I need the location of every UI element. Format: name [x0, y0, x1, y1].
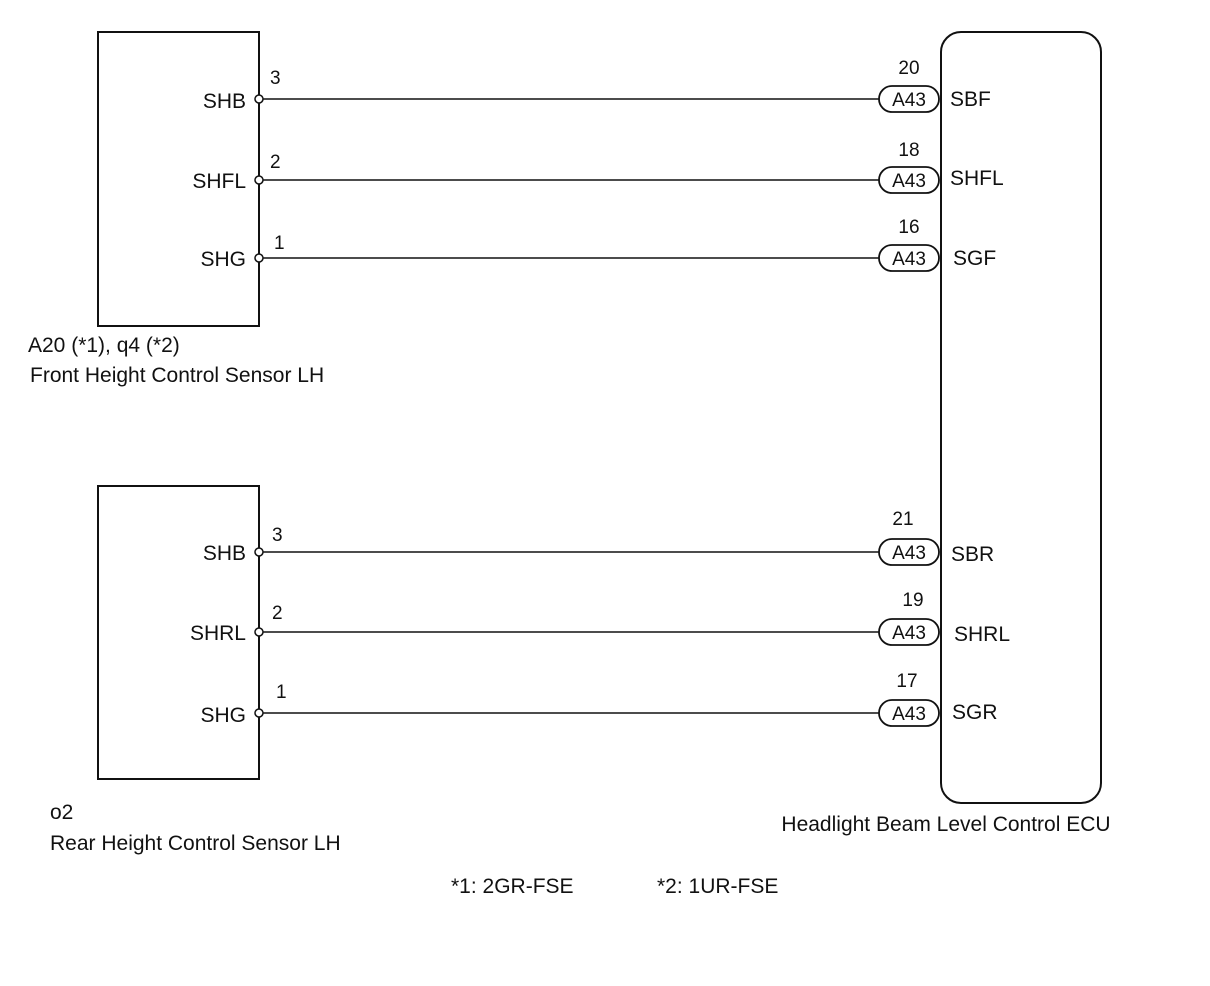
ecu-terminal-label: SBF [950, 88, 991, 111]
front-sensor-pin-number: 1 [274, 233, 285, 254]
ecu-pin-number: 21 [892, 509, 913, 530]
rear-sensor-terminal-label: SHG [200, 704, 246, 727]
rear-sensor-terminal-label: SHRL [190, 622, 246, 645]
ecu-pin-number: 19 [902, 590, 923, 611]
rear-sensor-pin-number: 2 [272, 603, 283, 624]
connector-oval [878, 244, 940, 272]
ecu: Headlight Beam Level Control ECU A43 A43… [781, 31, 1111, 836]
ecu-name: Headlight Beam Level Control ECU [781, 813, 1110, 836]
connector-code: A43 [892, 543, 926, 564]
rear-sensor-pin-number: 1 [276, 682, 287, 703]
front-sensor-terminal-node [254, 175, 264, 185]
front-sensor-connector-code: A20 (*1), q4 (*2) [28, 334, 180, 357]
rear-sensor-pin-number: 3 [272, 525, 283, 546]
front-sensor-terminal-label: SHB [203, 90, 246, 113]
ecu-terminal-label: SGF [953, 247, 996, 270]
wires [263, 98, 879, 714]
connector-code: A43 [892, 249, 926, 270]
connector-code: A43 [892, 704, 926, 725]
front-sensor: SHB SHFL SHG 3 2 1 A20 (*1), q4 (*2) Fro… [28, 31, 324, 387]
footnote-1: *1: 2GR-FSE [451, 875, 574, 898]
ecu-terminal-label: SGR [952, 701, 998, 724]
ecu-pin-number: 20 [898, 58, 919, 79]
footnote-2: *2: 1UR-FSE [657, 875, 778, 898]
connector-oval [878, 166, 940, 194]
front-sensor-terminal-label: SHG [200, 248, 246, 271]
connector-oval [878, 85, 940, 113]
rear-sensor-terminal-node [254, 708, 264, 718]
front-sensor-terminal-label: SHFL [192, 170, 246, 193]
ecu-terminal-label: SHFL [950, 167, 1004, 190]
ecu-terminal-label: SBR [951, 543, 994, 566]
connector-oval [878, 618, 940, 646]
ecu-box [940, 31, 1102, 804]
ecu-pin-number: 17 [896, 671, 917, 692]
connector-code: A43 [892, 171, 926, 192]
ecu-pin-number: 16 [898, 217, 919, 238]
front-sensor-name: Front Height Control Sensor LH [30, 364, 324, 387]
ecu-terminal-label: SHRL [954, 623, 1010, 646]
rear-sensor-terminal-node [254, 547, 264, 557]
connector-oval [878, 538, 940, 566]
front-sensor-terminal-node [254, 253, 264, 263]
rear-sensor-terminal-label: SHB [203, 542, 246, 565]
front-sensor-terminal-node [254, 94, 264, 104]
front-sensor-pin-number: 3 [270, 68, 281, 89]
connector-oval [878, 699, 940, 727]
ecu-pin-number: 18 [898, 140, 919, 161]
rear-sensor-terminal-node [254, 627, 264, 637]
rear-sensor-name: Rear Height Control Sensor LH [50, 832, 341, 855]
rear-sensor: SHB SHRL SHG 3 2 1 o2 Rear Height Contro… [50, 485, 341, 855]
rear-sensor-connector-code: o2 [50, 801, 73, 824]
front-sensor-pin-number: 2 [270, 152, 281, 173]
connector-code: A43 [892, 623, 926, 644]
connector-code: A43 [892, 90, 926, 111]
